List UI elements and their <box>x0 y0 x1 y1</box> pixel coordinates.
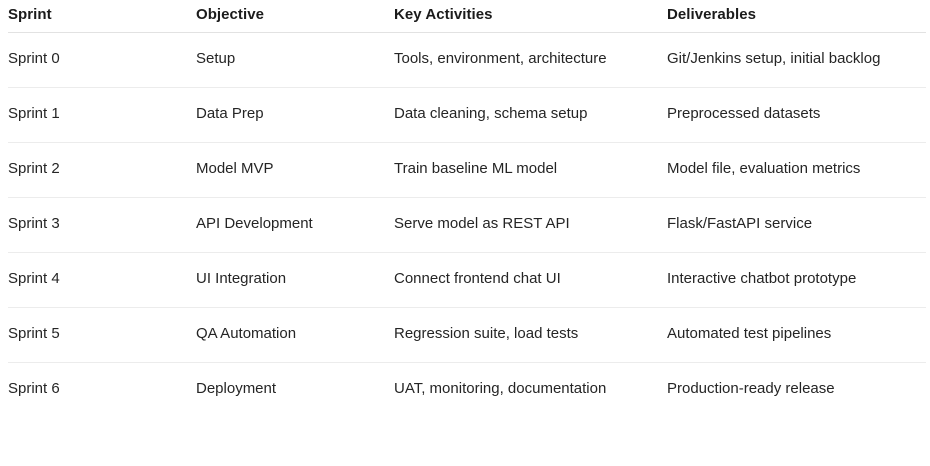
table-row: Sprint 5 QA Automation Regression suite,… <box>8 307 926 363</box>
cell-text-deliverables: Interactive chatbot prototype <box>667 270 857 287</box>
cell-deliverables: Automated test pipelines <box>667 307 926 363</box>
cell-text-activities: Regression suite, load tests <box>394 325 579 342</box>
cell-text-sprint: Sprint 1 <box>8 105 60 122</box>
cell-objective: Deployment <box>196 363 394 418</box>
cell-activities: Tools, environment, architecture <box>394 32 667 88</box>
cell-objective: UI Integration <box>196 252 394 308</box>
cell-text-deliverables: Preprocessed datasets <box>667 105 821 122</box>
cell-text-objective: Deployment <box>196 380 277 397</box>
cell-text-deliverables: Automated test pipelines <box>667 325 832 342</box>
cell-sprint: Sprint 1 <box>8 87 196 143</box>
cell-text-deliverables: Flask/FastAPI service <box>667 215 813 232</box>
cell-activities: UAT, monitoring, documentation <box>394 363 667 418</box>
cell-text-sprint: Sprint 6 <box>8 380 60 397</box>
table-row: Sprint 4 UI Integration Connect frontend… <box>8 252 926 308</box>
cell-objective: API Development <box>196 197 394 253</box>
cell-text-sprint: Sprint 2 <box>8 160 60 177</box>
cell-text-objective: Model MVP <box>196 160 274 177</box>
cell-deliverables: Flask/FastAPI service <box>667 197 926 253</box>
cell-objective: Setup <box>196 32 394 88</box>
cell-text-sprint: Sprint 4 <box>8 270 60 287</box>
cell-text-activities: Serve model as REST API <box>394 215 570 232</box>
cell-deliverables: Interactive chatbot prototype <box>667 252 926 308</box>
cell-activities: Regression suite, load tests <box>394 307 667 363</box>
table-row: Sprint 6 Deployment UAT, monitoring, doc… <box>8 363 926 418</box>
cell-sprint: Sprint 4 <box>8 252 196 308</box>
table-row: Sprint 1 Data Prep Data cleaning, schema… <box>8 87 926 143</box>
cell-deliverables: Model file, evaluation metrics <box>667 142 926 198</box>
cell-activities: Serve model as REST API <box>394 197 667 253</box>
column-header-sprint: Sprint <box>8 0 196 33</box>
cell-text-sprint: Sprint 3 <box>8 215 60 232</box>
cell-objective: Data Prep <box>196 87 394 143</box>
table-row: Sprint 3 API Development Serve model as … <box>8 197 926 253</box>
cell-deliverables: Production-ready release <box>667 363 926 418</box>
cell-text-deliverables: Git/Jenkins setup, initial backlog <box>667 50 881 67</box>
sprint-plan-table: Sprint Objective Key Activities Delivera… <box>8 0 926 417</box>
cell-sprint: Sprint 0 <box>8 32 196 88</box>
cell-text-activities: UAT, monitoring, documentation <box>394 380 607 397</box>
column-header-activities: Key Activities <box>394 0 667 33</box>
table-row: Sprint 0 Setup Tools, environment, archi… <box>8 32 926 88</box>
cell-objective: QA Automation <box>196 307 394 363</box>
cell-text-activities: Data cleaning, schema setup <box>394 105 588 122</box>
cell-text-activities: Train baseline ML model <box>394 160 558 177</box>
cell-text-objective: UI Integration <box>196 270 287 287</box>
cell-activities: Data cleaning, schema setup <box>394 87 667 143</box>
column-header-deliverables: Deliverables <box>667 0 926 33</box>
cell-text-sprint: Sprint 0 <box>8 50 60 67</box>
column-header-objective: Objective <box>196 0 394 33</box>
cell-deliverables: Git/Jenkins setup, initial backlog <box>667 32 926 88</box>
table-row: Sprint 2 Model MVP Train baseline ML mod… <box>8 142 926 198</box>
cell-objective: Model MVP <box>196 142 394 198</box>
cell-text-objective: Setup <box>196 50 236 67</box>
cell-text-deliverables: Model file, evaluation metrics <box>667 160 861 177</box>
cell-text-deliverables: Production-ready release <box>667 380 835 397</box>
cell-sprint: Sprint 2 <box>8 142 196 198</box>
cell-text-objective: Data Prep <box>196 105 264 122</box>
cell-activities: Train baseline ML model <box>394 142 667 198</box>
table-body: Sprint 0 Setup Tools, environment, archi… <box>8 32 926 418</box>
cell-deliverables: Preprocessed datasets <box>667 87 926 143</box>
table-header: Sprint Objective Key Activities Delivera… <box>8 0 926 33</box>
cell-text-activities: Connect frontend chat UI <box>394 270 561 287</box>
cell-activities: Connect frontend chat UI <box>394 252 667 308</box>
cell-sprint: Sprint 6 <box>8 363 196 418</box>
cell-text-sprint: Sprint 5 <box>8 325 60 342</box>
cell-text-objective: QA Automation <box>196 325 297 342</box>
cell-sprint: Sprint 5 <box>8 307 196 363</box>
cell-text-objective: API Development <box>196 215 313 232</box>
cell-text-activities: Tools, environment, architecture <box>394 50 607 67</box>
table-header-row: Sprint Objective Key Activities Delivera… <box>8 0 926 33</box>
cell-sprint: Sprint 3 <box>8 197 196 253</box>
